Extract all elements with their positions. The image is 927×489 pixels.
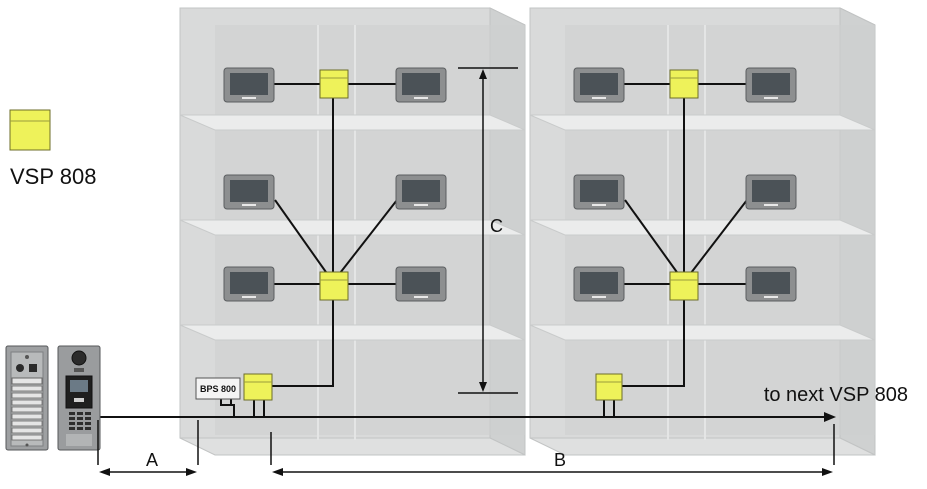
keypad-icon bbox=[69, 412, 91, 430]
wire bbox=[270, 290, 334, 387]
floor-slab bbox=[529, 219, 876, 236]
camera-icon bbox=[71, 350, 87, 366]
wire bbox=[332, 199, 398, 283]
distributor-icon bbox=[319, 69, 349, 99]
door-station-camera-panel bbox=[57, 345, 101, 451]
power-supply-unit: BPS 800 bbox=[195, 377, 241, 400]
floor-slab bbox=[529, 114, 876, 131]
floor-slab bbox=[529, 324, 876, 341]
floor-slab bbox=[179, 324, 526, 341]
monitor-icon bbox=[223, 266, 275, 302]
dimension-b bbox=[270, 424, 835, 476]
distributors bbox=[243, 69, 699, 401]
name-button-list bbox=[11, 385, 43, 441]
floor-slab bbox=[179, 219, 526, 236]
bus-line bbox=[98, 399, 836, 422]
distributor-icon bbox=[595, 373, 623, 401]
legend-swatch-icon bbox=[9, 109, 51, 151]
building-2-base bbox=[529, 437, 876, 456]
monitor-icon bbox=[573, 174, 625, 210]
dimension-c-label: C bbox=[490, 216, 503, 236]
monitor-icon bbox=[223, 67, 275, 103]
door-station-keypad-panel bbox=[5, 345, 49, 451]
monitor-icon bbox=[223, 174, 275, 210]
distributor-icon bbox=[669, 271, 699, 301]
monitor-icon bbox=[745, 67, 797, 103]
distributor-icon bbox=[243, 373, 273, 401]
distributor-icon bbox=[319, 271, 349, 301]
monitor-icon bbox=[395, 67, 447, 103]
next-distributor-label: to next VSP 808 bbox=[764, 384, 908, 406]
wire bbox=[683, 199, 748, 283]
legend: VSP 808 bbox=[9, 109, 96, 189]
monitor-icon bbox=[395, 174, 447, 210]
wire bbox=[274, 199, 334, 283]
arrowhead bbox=[824, 412, 836, 422]
dimension-a-label: A bbox=[146, 450, 158, 470]
monitors bbox=[223, 67, 797, 302]
wire bbox=[622, 290, 685, 387]
floor-slab bbox=[179, 114, 526, 131]
monitor-icon bbox=[395, 266, 447, 302]
monitor-icon bbox=[573, 266, 625, 302]
wire bbox=[624, 199, 685, 283]
dimension-c bbox=[458, 67, 518, 394]
monitor-icon bbox=[573, 67, 625, 103]
camera-icon bbox=[16, 364, 24, 372]
building-1-wiring bbox=[270, 83, 398, 387]
power-supply-lead bbox=[220, 399, 235, 417]
legend-label: VSP 808 bbox=[10, 164, 96, 189]
dimension-b-label: B bbox=[554, 450, 566, 470]
power-supply-label: BPS 800 bbox=[200, 384, 236, 394]
monitor-icon bbox=[745, 266, 797, 302]
dimension-a bbox=[97, 420, 199, 476]
distributor-icon bbox=[669, 69, 699, 99]
building-1-base bbox=[179, 437, 526, 456]
monitor-icon bbox=[745, 174, 797, 210]
power-supply-body bbox=[195, 377, 241, 400]
